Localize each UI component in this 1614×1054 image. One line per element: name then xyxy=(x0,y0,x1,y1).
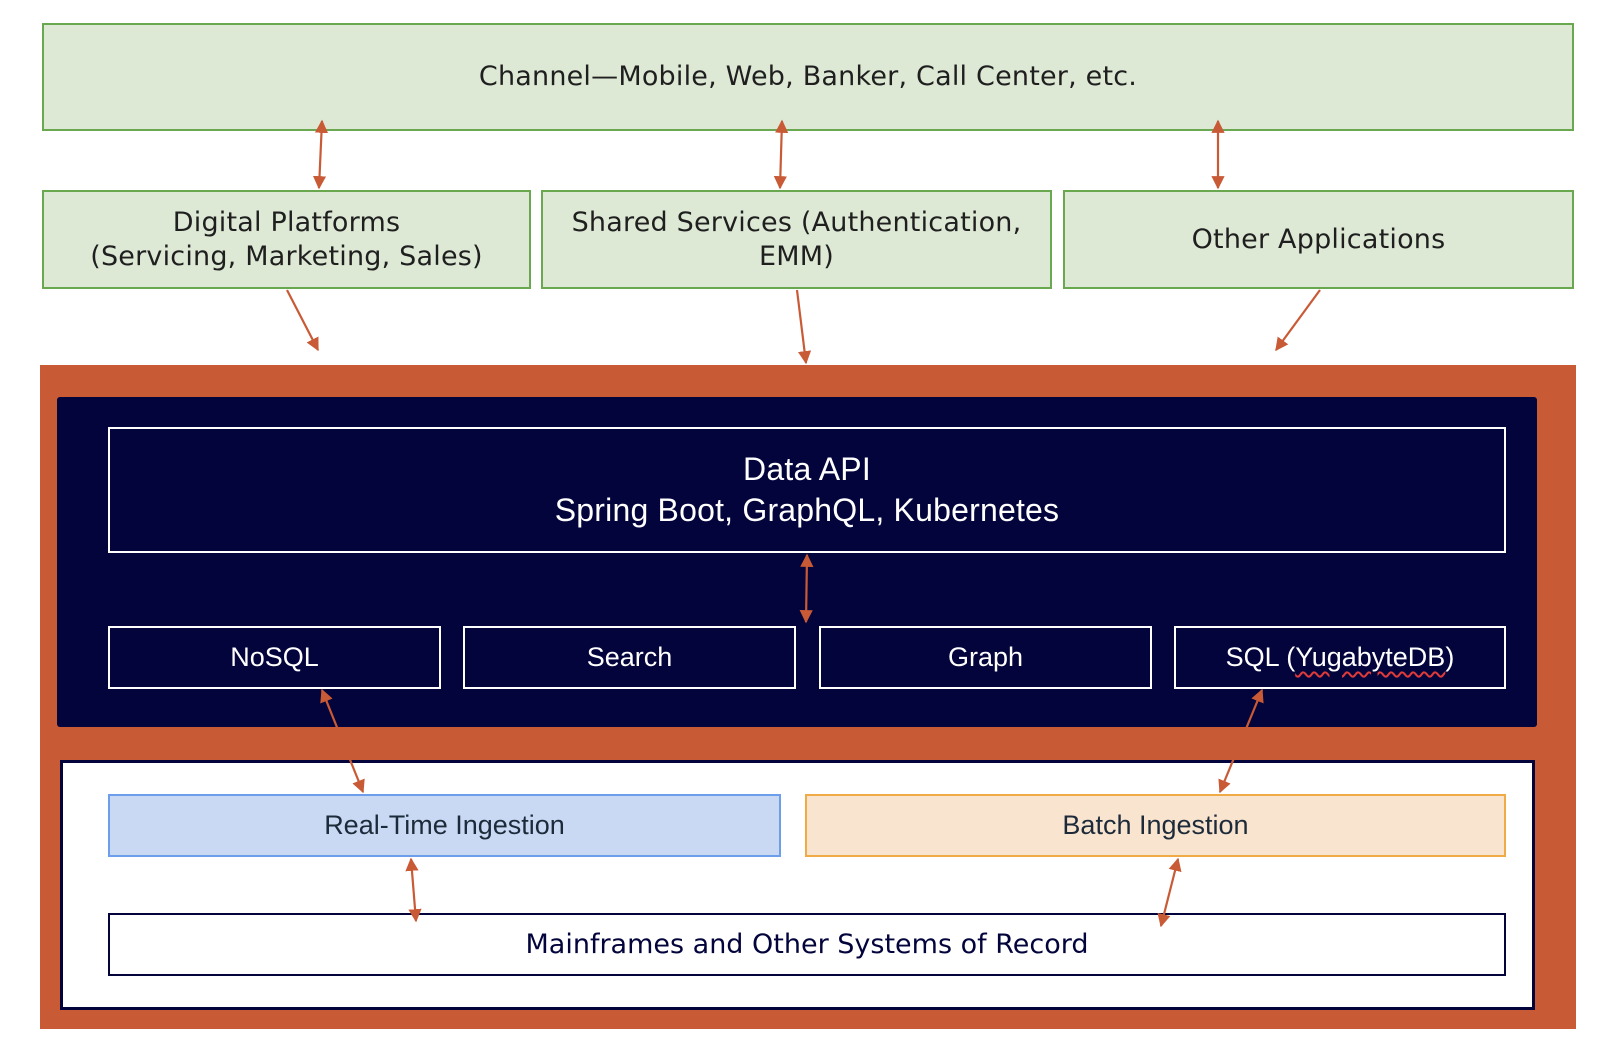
shared-services-box: Shared Services (Authentication, EMM) xyxy=(541,190,1052,289)
store-search-box: Search xyxy=(463,626,796,689)
batch-ingestion-label: Batch Ingestion xyxy=(1062,810,1249,840)
batch-ingestion-box: Batch Ingestion xyxy=(805,794,1506,857)
digital-platforms-line1: Digital Platforms xyxy=(172,206,401,238)
store-nosql-box: NoSQL xyxy=(108,626,441,689)
shared-services-line1: Shared Services (Authentication, xyxy=(571,206,1022,238)
arrow-other-platform xyxy=(1275,289,1321,352)
store-graph-box: Graph xyxy=(819,626,1152,689)
store-search-label: Search xyxy=(586,642,673,672)
arrow-shared-platform xyxy=(795,289,812,365)
shared-services-text: Shared Services (Authentication, EMM) xyxy=(572,206,1022,274)
other-applications-box: Other Applications xyxy=(1063,190,1574,289)
store-sql-label: SQL (YugabyteDB) xyxy=(1226,642,1455,673)
arrow-digital-platform xyxy=(286,289,319,352)
store-sql-prefix: SQL ( xyxy=(1225,642,1296,672)
digital-platforms-box: Digital Platforms (Servicing, Marketing,… xyxy=(42,190,531,289)
real-time-ingestion-label: Real-Time Ingestion xyxy=(324,810,565,840)
store-sql-suffix: ) xyxy=(1445,642,1455,672)
other-applications-label: Other Applications xyxy=(1191,223,1446,255)
store-sql-name: YugabyteDB xyxy=(1295,642,1446,672)
channel-box: Channel—Mobile, Web, Banker, Call Center… xyxy=(42,23,1574,131)
arrow-channel-digital xyxy=(312,119,329,190)
arrow-channel-shared xyxy=(773,119,789,190)
data-api-subtitle: Spring Boot, GraphQL, Kubernetes xyxy=(554,492,1060,528)
digital-platforms-line2: (Servicing, Marketing, Sales) xyxy=(90,240,483,272)
shared-services-line2: EMM) xyxy=(759,240,834,272)
systems-of-record-box: Mainframes and Other Systems of Record xyxy=(108,913,1506,976)
store-graph-label: Graph xyxy=(947,642,1024,672)
store-nosql-label: NoSQL xyxy=(230,642,319,672)
digital-platforms-text: Digital Platforms (Servicing, Marketing,… xyxy=(90,206,483,274)
systems-of-record-label: Mainframes and Other Systems of Record xyxy=(525,929,1089,960)
store-sql-box: SQL (YugabyteDB) xyxy=(1174,626,1506,689)
channel-label: Channel—Mobile, Web, Banker, Call Center… xyxy=(478,61,1138,92)
data-api-box: Data API Spring Boot, GraphQL, Kubernete… xyxy=(108,427,1506,553)
real-time-ingestion-box: Real-Time Ingestion xyxy=(108,794,781,857)
data-api-title: Data API xyxy=(743,451,871,487)
